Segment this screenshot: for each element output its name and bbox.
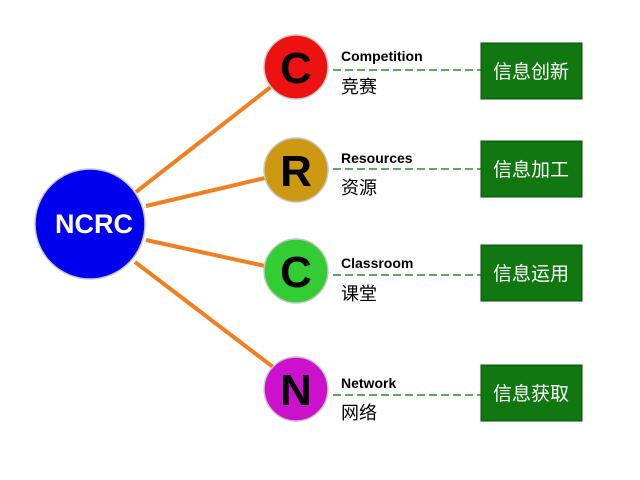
node-circle-network xyxy=(263,356,329,422)
node-resources: R Resources 资源 信息加工 xyxy=(263,137,583,203)
hub-circle xyxy=(34,168,146,280)
node-label-zh-resources: 资源 xyxy=(341,178,377,199)
category-box-network xyxy=(480,364,583,422)
node-circle-competition xyxy=(263,34,329,100)
node-letter-classroom: C xyxy=(280,248,312,297)
connector-line-4 xyxy=(133,260,275,369)
node-label-en-network: Network xyxy=(341,375,396,391)
node-label-en-classroom: Classroom xyxy=(341,255,413,271)
node-competition: C Competition 竞赛 信息创新 xyxy=(263,34,583,100)
category-box-competition xyxy=(480,42,583,100)
node-letter-competition: C xyxy=(280,44,312,93)
hub-node: NCRC xyxy=(34,168,146,280)
node-circle-resources xyxy=(263,137,329,203)
category-box-label-classroom: 信息运用 xyxy=(493,263,569,285)
node-classroom: C Classroom 课堂 信息运用 xyxy=(263,238,583,305)
node-label-zh-classroom: 课堂 xyxy=(341,284,377,305)
category-box-resources xyxy=(480,140,583,198)
category-box-label-network: 信息获取 xyxy=(493,383,569,405)
connector-line-2 xyxy=(145,176,266,208)
hub-label: NCRC xyxy=(55,209,133,239)
category-box-label-resources: 信息加工 xyxy=(493,159,569,181)
node-label-en-resources: Resources xyxy=(341,150,413,166)
category-box-classroom xyxy=(480,244,583,302)
connector-line-1 xyxy=(134,84,274,194)
category-box-label-competition: 信息创新 xyxy=(493,61,569,83)
node-label-zh-network: 网络 xyxy=(341,403,377,424)
node-label-zh-competition: 竞赛 xyxy=(341,77,377,98)
connector-line-3 xyxy=(145,238,266,268)
node-label-en-competition: Competition xyxy=(341,48,423,64)
node-letter-network: N xyxy=(280,366,312,415)
node-network: N Network 网络 信息获取 xyxy=(263,356,583,424)
node-circle-classroom xyxy=(263,238,329,304)
node-letter-resources: R xyxy=(280,147,312,196)
